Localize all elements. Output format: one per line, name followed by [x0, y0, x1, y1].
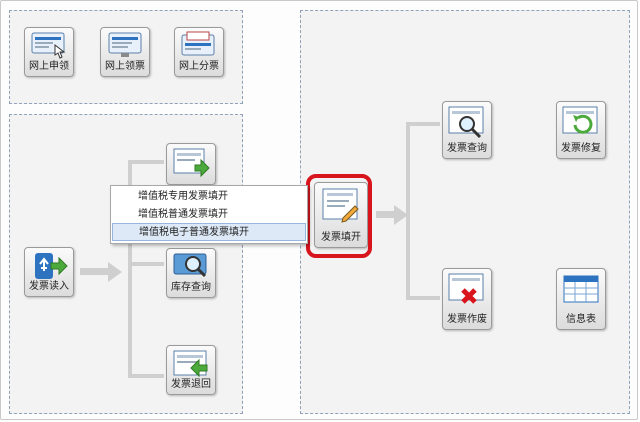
invoice-fill-context-menu: 增值税专用发票填开 增值税普通发票填开 增值税电子普通发票填开	[110, 185, 308, 244]
invoice-fill-button[interactable]: 发票填开	[314, 182, 368, 248]
tile-label: 发票修复	[561, 143, 601, 154]
info-table-button[interactable]: 信息表	[556, 268, 606, 330]
tile-label: 库存查询	[171, 282, 211, 293]
invoice-return-button[interactable]: 发票退回	[166, 345, 216, 395]
invoice-void-button[interactable]: 发票作废	[442, 268, 492, 330]
connector-arrow-shaft	[376, 211, 396, 218]
tile-label: 网上领票	[105, 61, 145, 72]
tile-label: 网上分票	[179, 61, 219, 72]
invoice-magnifier-icon	[448, 106, 484, 139]
online-apply-button[interactable]: 网上申领	[24, 27, 74, 77]
menu-item-electronic-vat[interactable]: 增值税电子普通发票填开	[112, 223, 306, 241]
connector	[128, 374, 164, 378]
invoice-repair-button[interactable]: 发票修复	[556, 101, 606, 159]
tile-label: 发票作废	[447, 314, 487, 325]
invoice-query-button[interactable]: 发票查询	[442, 101, 492, 159]
connector	[128, 262, 164, 266]
tile-label: 发票读入	[29, 281, 69, 292]
tile-label: 发票填开	[321, 232, 361, 243]
tile-label: 网上申领	[29, 61, 69, 72]
connector	[128, 160, 132, 378]
invoice-forward-arrow-icon	[173, 148, 210, 177]
monitor-hand-icon	[31, 32, 66, 59]
menu-item-special-vat[interactable]: 增值税专用发票填开	[138, 191, 228, 202]
invoice-pencil-icon	[322, 188, 359, 223]
monitor-icon	[108, 32, 142, 57]
spreadsheet-icon	[563, 275, 599, 303]
invoice-refresh-icon	[562, 106, 598, 134]
connector	[406, 122, 410, 300]
invoice-delete-icon	[448, 273, 484, 304]
tile-label: 发票退回	[171, 379, 211, 390]
connector-arrowhead	[108, 262, 122, 282]
invoice-distribute-tile[interactable]	[166, 143, 216, 185]
menu-item-general-vat[interactable]: 增值税普通发票填开	[138, 209, 228, 220]
connector	[406, 122, 440, 126]
tile-label: 发票查询	[447, 143, 487, 154]
connector	[406, 296, 440, 300]
connector-arrow-shaft	[80, 268, 110, 275]
connector-arrowhead	[394, 205, 408, 225]
online-distribute-button[interactable]: 网上分票	[174, 27, 224, 77]
invoice-back-arrow-icon	[173, 350, 208, 378]
invoice-read-button[interactable]: 发票读入	[24, 247, 74, 297]
inventory-query-button[interactable]: 库存查询	[166, 248, 216, 298]
highlight-box	[306, 174, 372, 258]
online-receive-button[interactable]: 网上领票	[100, 27, 150, 77]
tile-label: 信息表	[566, 314, 596, 325]
usb-arrow-icon	[35, 253, 68, 279]
connector	[128, 160, 164, 164]
monitor-invoices-icon	[181, 31, 215, 56]
monitor-magnifier-icon	[173, 253, 207, 278]
